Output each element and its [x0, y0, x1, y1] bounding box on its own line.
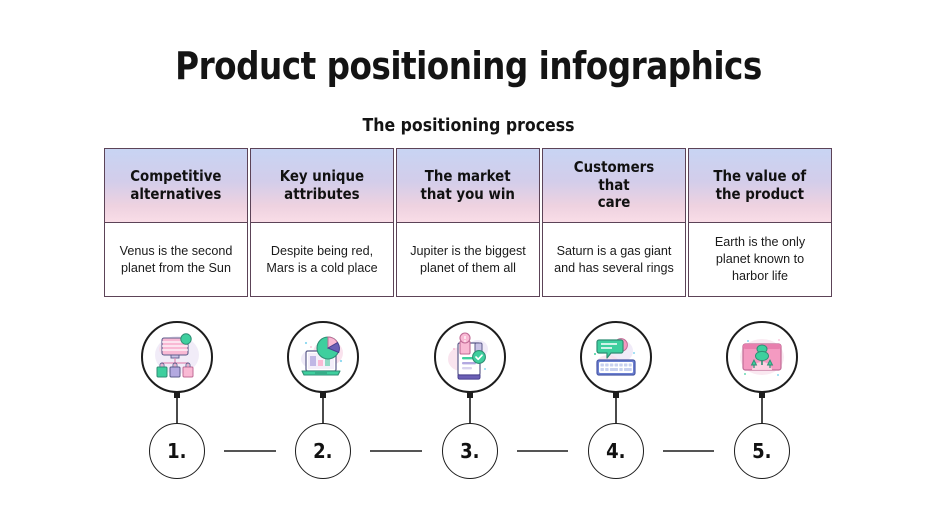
process-card-5[interactable]: The value of the product Earth is the on… — [688, 148, 832, 297]
card-heading-2: Key unique attributes — [279, 166, 365, 203]
checklist-document-check-icon — [448, 332, 488, 380]
card-description-1: Venus is the second planet from the Sun — [119, 243, 233, 275]
growth-plant-card-icon — [740, 339, 784, 376]
icon-circle-1[interactable] — [141, 321, 213, 393]
card-heading-5: The value of the product — [713, 166, 807, 203]
card-description-5: Earth is the only planet known to harbor… — [714, 235, 806, 283]
step-number-2: 2. — [313, 439, 333, 463]
drop-dot-1 — [174, 392, 180, 398]
card-header-4: Customers that care — [543, 149, 685, 223]
timeline-step-2: 2. — [276, 318, 370, 488]
process-card-3[interactable]: The market that you win Jupiter is the b… — [396, 148, 540, 297]
card-body-3: Jupiter is the biggest planet of them al… — [397, 223, 539, 296]
process-timeline: 1. — [0, 318, 937, 488]
icon-circle-5[interactable] — [726, 321, 798, 393]
monitor-hierarchy-shopping-bags-icon — [155, 333, 199, 378]
card-description-2: Despite being red, Mars is a cold place — [266, 243, 378, 275]
card-description-4: Saturn is a gas giant and has several ri… — [554, 243, 674, 275]
page-title: Product positioning infographics — [175, 44, 762, 88]
timeline-step-1: 1. — [130, 318, 224, 488]
step-number-circle-1[interactable]: 1. — [149, 423, 205, 479]
step-number-circle-4[interactable]: 4. — [588, 423, 644, 479]
timeline-step-3: 3. — [423, 318, 517, 488]
keyboard-speech-bubble-icon — [594, 338, 636, 376]
card-header-1: Competitive alternatives — [105, 149, 247, 223]
process-card-4[interactable]: Customers that care Saturn is a gas gian… — [542, 148, 686, 297]
drop-dot-4 — [613, 392, 619, 398]
laptop-pie-chart-icon — [301, 336, 343, 376]
timeline-connectors — [174, 392, 765, 452]
card-heading-3: The market that you win — [420, 166, 516, 203]
step-number-3: 3. — [460, 439, 480, 463]
timeline-step-4: 4. — [569, 318, 663, 488]
card-body-2: Despite being red, Mars is a cold place — [251, 223, 393, 296]
step-number-1: 1. — [167, 439, 187, 463]
card-header-3: The market that you win — [397, 149, 539, 223]
card-header-2: Key unique attributes — [251, 149, 393, 223]
card-heading-4: Customers that care — [573, 157, 655, 212]
drop-dot-5 — [759, 392, 765, 398]
icon-circle-3[interactable] — [434, 321, 506, 393]
card-header-5: The value of the product — [689, 149, 831, 223]
card-heading-1: Competitive alternatives — [130, 166, 222, 203]
icon-circle-2[interactable] — [287, 321, 359, 393]
step-number-4: 4. — [606, 439, 626, 463]
process-card-1[interactable]: Competitive alternatives Venus is the se… — [104, 148, 248, 297]
step-number-circle-5[interactable]: 5. — [734, 423, 790, 479]
step-number-circle-3[interactable]: 3. — [442, 423, 498, 479]
icon-circle-4[interactable] — [580, 321, 652, 393]
card-description-3: Jupiter is the biggest planet of them al… — [410, 243, 526, 275]
step-number-circle-2[interactable]: 2. — [295, 423, 351, 479]
page-subtitle: The positioning process — [362, 116, 575, 136]
drop-dot-3 — [467, 392, 473, 398]
card-body-5: Earth is the only planet known to harbor… — [689, 223, 831, 296]
card-body-4: Saturn is a gas giant and has several ri… — [543, 223, 685, 296]
drop-dot-2 — [320, 392, 326, 398]
step-number-5: 5. — [752, 439, 772, 463]
process-card-2[interactable]: Key unique attributes Despite being red,… — [250, 148, 394, 297]
timeline-step-5: 5. — [715, 318, 809, 488]
process-cards-row: Competitive alternatives Venus is the se… — [104, 148, 834, 297]
card-body-1: Venus is the second planet from the Sun — [105, 223, 247, 296]
